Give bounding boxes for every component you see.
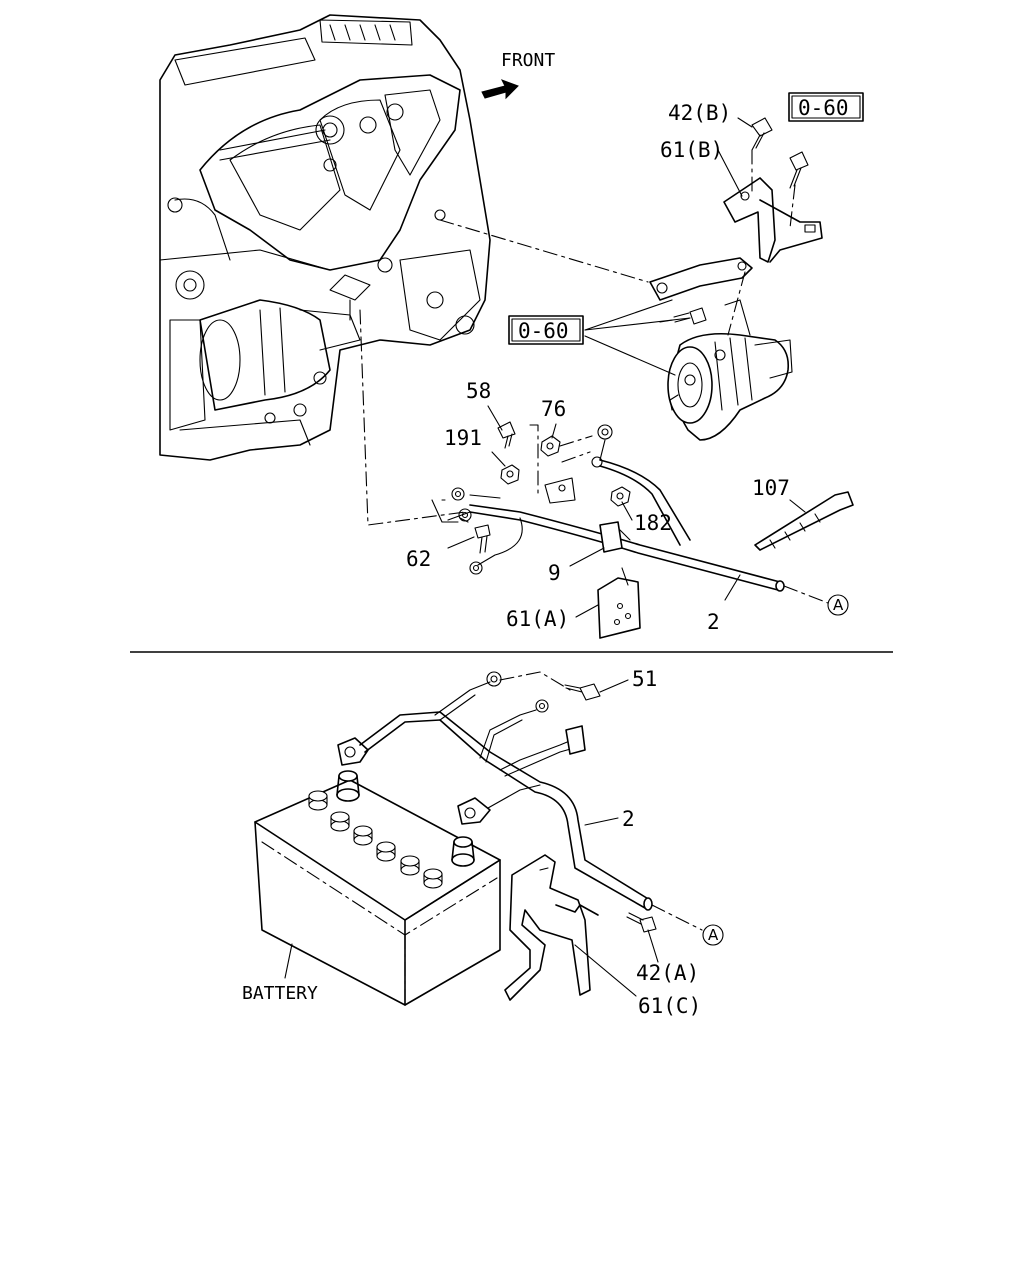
connector-a-label-bottom: A: [708, 926, 719, 944]
ref-0-60-top-label: 0-60: [798, 96, 849, 120]
upper-leader-lines: [431, 117, 806, 618]
front-direction-indicator: FRONT: [481, 50, 555, 100]
bolt-0-60-mid: [673, 307, 707, 325]
ref-box-0-60-top: 0-60: [788, 92, 864, 122]
connector-a-marker-top: A: [783, 585, 849, 616]
battery-label: BATTERY: [242, 983, 318, 1004]
bracket-61b: [649, 177, 823, 301]
upper-cable-harness: [447, 421, 854, 639]
callout-76: 76: [541, 397, 566, 421]
callout-61a: 61(A): [506, 607, 569, 631]
connector-a-marker-bottom: A: [651, 904, 724, 946]
callout-58: 58: [466, 379, 491, 403]
callout-191: 191: [444, 426, 482, 450]
callout-107: 107: [752, 476, 790, 500]
front-arrow-icon: [481, 79, 519, 100]
bolt-42b: [751, 117, 773, 151]
callout-9: 9: [548, 561, 561, 585]
lower-leader-lines: [284, 679, 659, 997]
connector-a-label-top: A: [833, 596, 844, 614]
callout-62: 62: [406, 547, 431, 571]
battery: [254, 770, 501, 1006]
battery-caps: [308, 790, 443, 889]
callout-42b: 42(B): [668, 101, 731, 125]
ref-0-60-mid-label: 0-60: [518, 319, 569, 343]
lower-cable-harness: [337, 671, 657, 1001]
ref-box-0-60-mid: 0-60: [508, 315, 584, 345]
engine-block: [159, 14, 491, 461]
alternator: [667, 299, 793, 441]
callout-2-top: 2: [707, 610, 720, 634]
alignment-lines: [359, 149, 796, 526]
callout-42a: 42(A): [636, 961, 699, 985]
callout-61b: 61(B): [660, 138, 723, 162]
callout-182: 182: [634, 511, 672, 535]
callout-61c: 61(C): [638, 994, 701, 1018]
callout-51: 51: [632, 667, 657, 691]
battery-terminal-posts: [336, 770, 475, 867]
callout-2-bottom: 2: [622, 807, 635, 831]
front-label: FRONT: [501, 50, 555, 71]
bolt-0-60-top: [789, 151, 809, 189]
